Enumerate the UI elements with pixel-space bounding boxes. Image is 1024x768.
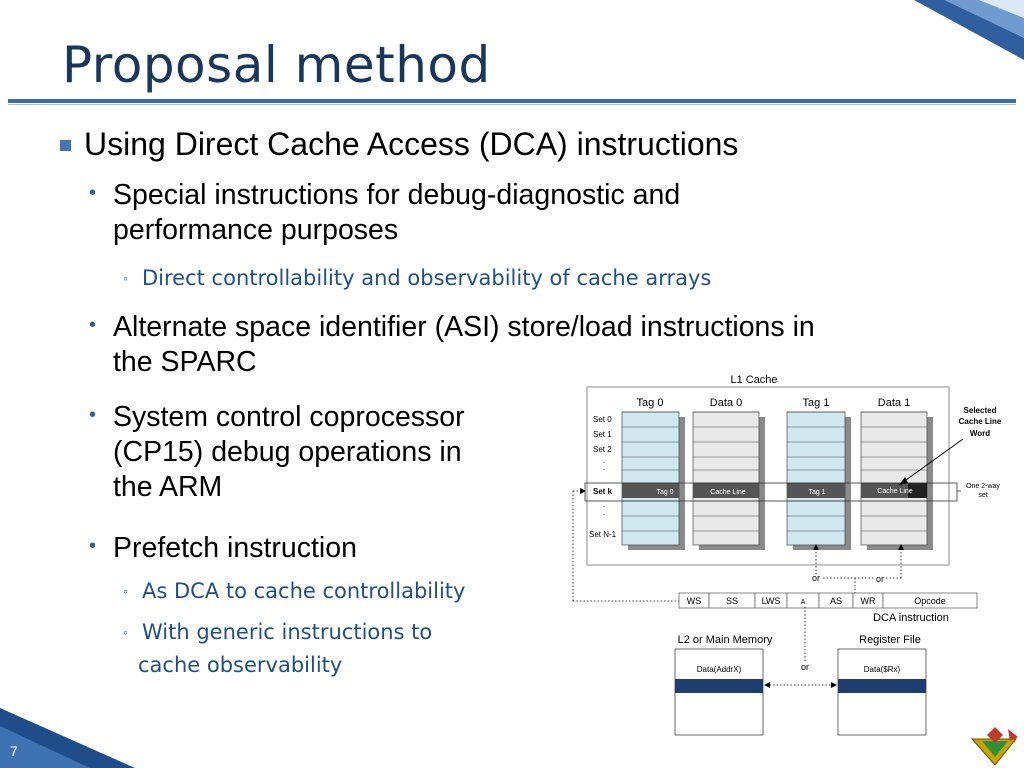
column-header: Tag 0 bbox=[637, 397, 664, 409]
instruction-field-label: Opcode bbox=[914, 596, 946, 606]
square-bullet-icon bbox=[60, 140, 71, 151]
set-label: Set k bbox=[593, 487, 613, 496]
dot-bullet-icon: • bbox=[89, 404, 97, 426]
instruction-field-label: A bbox=[801, 599, 806, 606]
annotation: Cache Line bbox=[959, 417, 1002, 426]
cache-grid bbox=[621, 411, 933, 550]
instruction-field-label: SS bbox=[726, 596, 738, 606]
dot-bullet-icon: • bbox=[89, 314, 97, 336]
bullet-level3: As DCA to cache controllability bbox=[142, 579, 466, 603]
cache-column bbox=[692, 411, 760, 546]
rf-title: Register File bbox=[859, 634, 921, 646]
dca-instruction: WS SS LWS A AS WR Opcode bbox=[678, 592, 978, 609]
slide-number: 7 bbox=[10, 743, 18, 759]
bullet-level2: Special instructions for debug-diagnosti… bbox=[113, 179, 681, 246]
dca-cache-diagram: L1 Cache Tag 0 Data 0 Tag 1 Data 1 Set 0… bbox=[572, 374, 1002, 736]
selected-word bbox=[908, 483, 927, 498]
bullet-level1: Using Direct Cache Access (DCA) instruct… bbox=[84, 126, 739, 162]
instruction-field-label: AS bbox=[830, 596, 842, 606]
ellipsis: . bbox=[603, 463, 605, 472]
instruction-field-label: WS bbox=[687, 596, 702, 606]
row-label: Tag 1 bbox=[808, 489, 825, 496]
instruction-field-label: LWS bbox=[762, 596, 781, 606]
annotation: Word bbox=[970, 429, 990, 438]
set-label: Set 1 bbox=[593, 430, 612, 439]
dot-bullet-icon: • bbox=[89, 182, 97, 204]
ellipsis: . bbox=[603, 500, 605, 509]
corner-decoration bbox=[0, 708, 135, 768]
annotation: set bbox=[978, 492, 987, 499]
corner-decoration bbox=[914, 0, 1024, 60]
circle-bullet-icon: ◦ bbox=[123, 624, 128, 640]
set-label: Set N-1 bbox=[589, 530, 617, 539]
bullet-level2: System control coprocessor (CP15) debug … bbox=[113, 401, 465, 503]
l2-title: L2 or Main Memory bbox=[678, 634, 773, 646]
set-label: Set 2 bbox=[593, 445, 612, 454]
dca-label: DCA instruction bbox=[873, 612, 949, 624]
data-row bbox=[675, 679, 763, 693]
title-divider bbox=[8, 99, 1016, 103]
row-label: Cache Line bbox=[710, 489, 746, 496]
selected-row bbox=[787, 483, 845, 498]
column-header: Data 1 bbox=[878, 397, 910, 409]
row-label: Tag 0 bbox=[656, 489, 673, 496]
column-header: Data 0 bbox=[710, 397, 742, 409]
cache-column bbox=[621, 411, 680, 546]
annotation: Selected bbox=[964, 406, 997, 415]
cache-column bbox=[786, 411, 846, 546]
circle-bullet-icon: ◦ bbox=[123, 583, 128, 599]
annotation: One 2-way bbox=[966, 483, 1000, 490]
dot-bullet-icon: • bbox=[89, 535, 97, 557]
l2-data-label: Data(AddrX) bbox=[697, 665, 742, 674]
selected-row bbox=[693, 483, 759, 498]
data-row bbox=[838, 679, 926, 693]
or-label: or bbox=[812, 573, 820, 583]
set-label: Set 0 bbox=[593, 415, 612, 424]
slide-title: Proposal method bbox=[62, 36, 491, 94]
bullet-level3: With generic instructions to cache obser… bbox=[138, 620, 433, 677]
title-divider bbox=[8, 104, 1016, 105]
instruction-field bbox=[882, 592, 978, 609]
cache-column bbox=[860, 411, 928, 546]
pointer-arrow bbox=[898, 438, 964, 486]
instruction-field-label: WR bbox=[861, 596, 876, 606]
bullet-level2: Prefetch instruction bbox=[113, 532, 357, 564]
column-header: Tag 1 bbox=[803, 397, 830, 409]
selected-row bbox=[622, 483, 679, 498]
bullet-level3: Direct controllability and observability… bbox=[142, 266, 712, 290]
ellipsis: . bbox=[603, 508, 605, 517]
school-logo-icon bbox=[970, 727, 1018, 766]
ellipsis: . bbox=[603, 456, 605, 465]
row-label: Cache Line bbox=[877, 488, 913, 495]
selected-set-box bbox=[584, 482, 958, 502]
l1-title: L1 Cache bbox=[730, 374, 777, 386]
or-label: or bbox=[801, 662, 809, 672]
circle-bullet-icon: ◦ bbox=[123, 270, 128, 286]
bullet-level2: Alternate space identifier (ASI) store/l… bbox=[113, 311, 815, 378]
or-label: or bbox=[876, 574, 884, 584]
rf-data-label: Data($Rx) bbox=[864, 665, 901, 674]
